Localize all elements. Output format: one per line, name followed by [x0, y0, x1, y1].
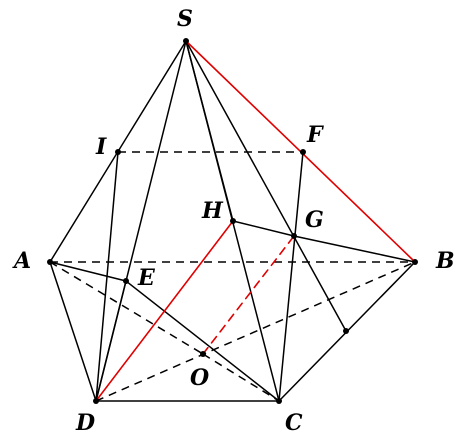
- label-C: C: [285, 410, 303, 436]
- dot-F: [300, 149, 306, 155]
- red-edges: [95, 40, 416, 402]
- dashed-edges: [49, 151, 416, 402]
- edge-ID: [95, 151, 119, 402]
- vertex-dots: [47, 38, 418, 404]
- label-D: D: [75, 410, 95, 436]
- label-A: A: [12, 248, 31, 274]
- dot-I: [115, 149, 121, 155]
- dot-D: [93, 398, 99, 404]
- dot-S: [183, 38, 189, 44]
- dot-C: [276, 398, 282, 404]
- edge-DB: [95, 261, 416, 402]
- label-B: B: [435, 248, 455, 274]
- solid-edges: [49, 40, 416, 402]
- label-E: E: [137, 265, 156, 291]
- dot-O: [200, 351, 206, 357]
- label-G: G: [305, 207, 324, 233]
- edge-HG: [232, 220, 295, 237]
- edge-AD: [49, 261, 97, 402]
- dot-A: [47, 259, 53, 265]
- edge-OG: [202, 235, 295, 355]
- edge-AO: [49, 261, 204, 355]
- edge-AE: [49, 261, 127, 282]
- dot-E: [123, 278, 129, 284]
- label-F: F: [306, 122, 324, 148]
- edge-DE: [95, 280, 127, 402]
- edge-FC: [278, 151, 304, 402]
- dot-G: [291, 233, 297, 239]
- edge-DH: [95, 220, 234, 402]
- label-H: H: [201, 198, 224, 224]
- dot-H: [230, 218, 236, 224]
- edge-OC: [202, 353, 280, 402]
- dot-B: [412, 259, 418, 265]
- point-labels: S I F H G A E B O D C: [12, 6, 455, 436]
- label-O: O: [190, 365, 209, 391]
- edge-SH: [185, 40, 234, 222]
- edge-S-to-K: [185, 40, 347, 332]
- label-I: I: [95, 134, 107, 160]
- label-S: S: [177, 6, 193, 32]
- edge-GB: [293, 235, 416, 263]
- edge-EC: [125, 280, 280, 402]
- dot-K: [343, 328, 349, 334]
